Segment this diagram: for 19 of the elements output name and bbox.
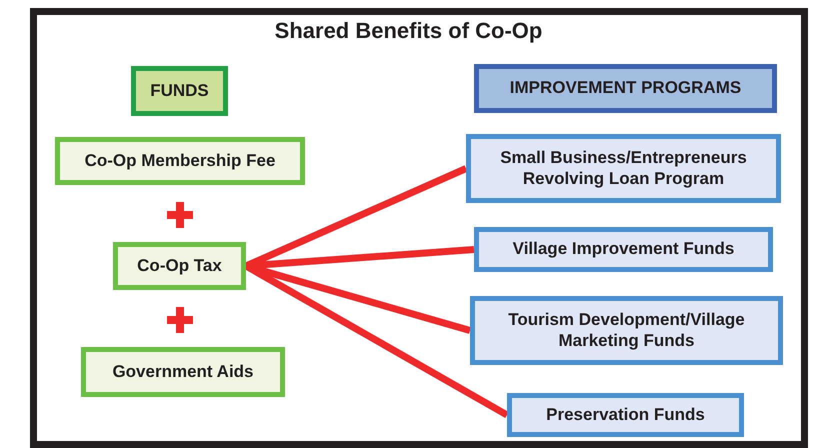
box-label: FUNDS [150,80,209,102]
funding-box [113,242,246,290]
box-label: Co-Op Tax [137,256,222,276]
program-box [507,393,744,437]
program-box [466,134,781,203]
diagram-title: Shared Benefits of Co-Op [274,18,544,44]
heading-box [474,64,777,113]
box-label: Village Improvement Funds [512,239,734,260]
funding-box [81,347,285,397]
program-box [474,227,773,272]
box-label: IMPROVEMENT PROGRAMS [510,78,742,99]
funding-box [55,137,305,185]
box-label: Co-Op Membership Fee [84,150,276,172]
heading-box [131,66,228,116]
box-label: Government Aids [112,362,254,382]
box-label: Tourism Development/Village Marketing Funds [507,310,746,351]
box-label: Small Business/Entrepreneurs Revolving Loan Program [499,148,748,189]
box-label: Preservation Funds [546,404,705,426]
program-box [470,296,783,365]
